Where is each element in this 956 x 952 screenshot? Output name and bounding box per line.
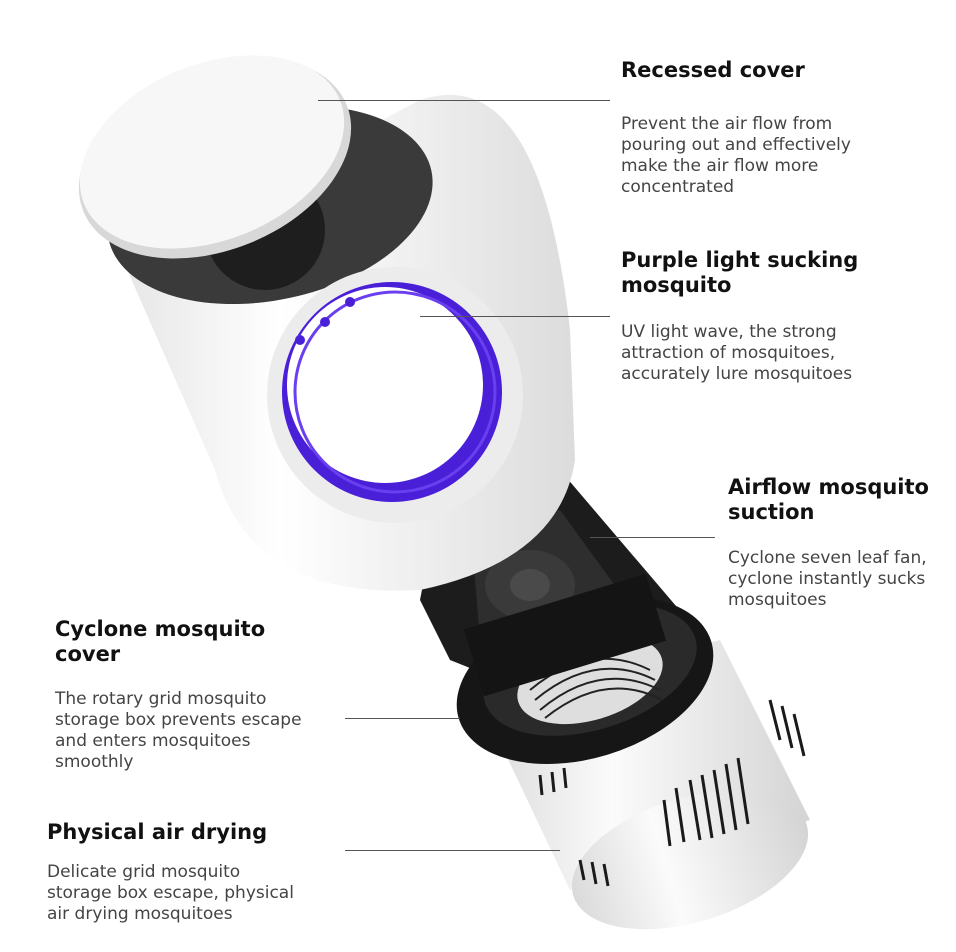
- description-line: accurately lure mosquitoes: [621, 364, 853, 384]
- title-line: mosquito: [621, 273, 732, 297]
- leader-line-airflow: [590, 537, 715, 538]
- leader-line-cyclone-cover: [345, 718, 460, 719]
- description-line: Cyclone seven leaf fan,: [728, 548, 927, 568]
- title-line: Cyclone mosquito: [55, 617, 266, 641]
- cyclone-cover-title: Cyclone mosquito cover: [55, 617, 265, 667]
- description-line: storage box escape, physical: [47, 883, 294, 903]
- recessed-cover-title: Recessed cover: [621, 58, 805, 83]
- recessed-cover-description: Prevent the air flow from pouring out an…: [621, 114, 851, 198]
- description-line: and enters mosquitoes: [55, 731, 251, 751]
- description-line: smoothly: [55, 752, 134, 772]
- description-line: air drying mosquitoes: [47, 904, 233, 924]
- description-line: attraction of mosquitoes,: [621, 343, 836, 363]
- title-line: Purple light sucking: [621, 248, 859, 272]
- description-line: UV light wave, the strong: [621, 322, 837, 342]
- description-line: The rotary grid mosquito: [55, 689, 267, 709]
- leader-line-purple-light: [420, 316, 610, 317]
- purple-light-title: Purple light sucking mosquito: [621, 248, 858, 298]
- description-line: Delicate grid mosquito: [47, 862, 241, 882]
- air-drying-description: Delicate grid mosquito storage box escap…: [47, 862, 294, 925]
- title-line: Physical air drying: [47, 820, 268, 844]
- description-line: concentrated: [621, 177, 735, 197]
- air-drying-title: Physical air drying: [47, 820, 267, 845]
- title-line: cover: [55, 642, 121, 666]
- description-line: make the air flow more: [621, 156, 819, 176]
- cyclone-cover-description: The rotary grid mosquito storage box pre…: [55, 689, 302, 773]
- description-line: Prevent the air flow from: [621, 114, 833, 134]
- purple-light-description: UV light wave, the strong attraction of …: [621, 322, 852, 385]
- description-line: cyclone instantly sucks: [728, 569, 926, 589]
- title-line: Airflow mosquito: [728, 475, 929, 499]
- description-line: mosquitoes: [728, 590, 827, 610]
- title-line: suction: [728, 500, 815, 524]
- leader-line-recessed-cover: [318, 100, 610, 101]
- description-line: storage box prevents escape: [55, 710, 302, 730]
- cyclone-cover: [456, 573, 714, 764]
- airflow-description: Cyclone seven leaf fan, cyclone instantl…: [728, 548, 927, 611]
- airflow-title: Airflow mosquito suction: [728, 475, 929, 525]
- leader-line-air-drying: [345, 850, 560, 851]
- recessed-cover: [78, 55, 352, 259]
- title-line: Recessed cover: [621, 58, 805, 82]
- description-line: pouring out and effectively: [621, 135, 851, 155]
